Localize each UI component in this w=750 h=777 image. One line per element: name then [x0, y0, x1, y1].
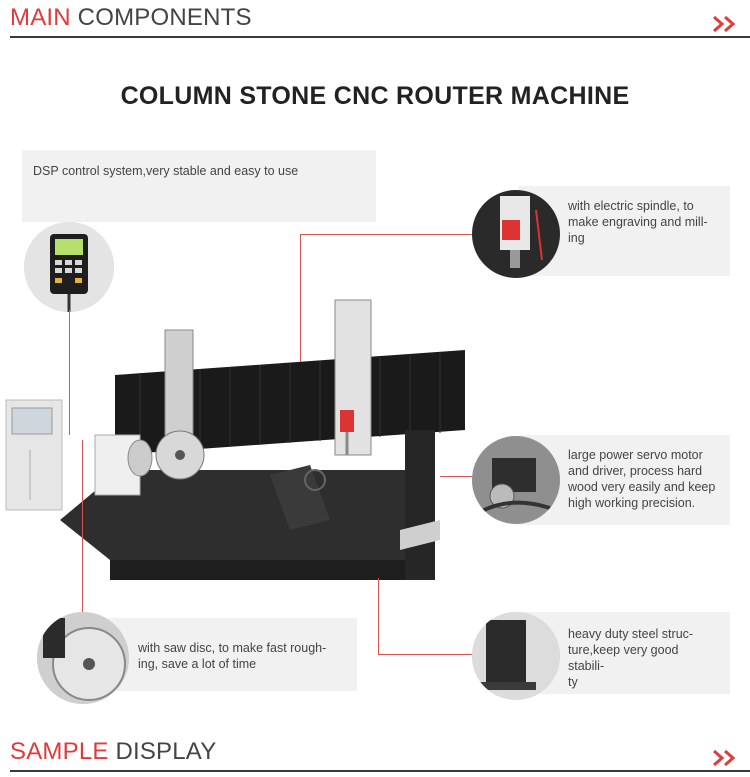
callout-spindle-line-1: with electric spindle, to	[568, 199, 694, 213]
callout-servo-line-3: wood very easily and keep	[568, 480, 716, 494]
sample-display-header: SAMPLE DISPLAY	[10, 736, 750, 772]
steel-structure-image	[472, 612, 560, 700]
sample-header-rule	[10, 770, 750, 772]
callout-saw-line-2: ing, save a lot of time	[138, 657, 257, 671]
spindle-leader-line-h	[300, 234, 472, 235]
page-title: COLUMN STONE CNC ROUTER MACHINE	[120, 82, 630, 110]
callout-steel-line-2: ture,keep very good stabili-	[568, 643, 679, 673]
callout-spindle-line-2: make engraving and mill-	[568, 215, 708, 229]
callout-steel-line-1: heavy duty steel struc-	[568, 627, 694, 641]
saw-disc-image	[37, 612, 129, 704]
callout-dsp: DSP control system,very stable and easy …	[22, 150, 376, 222]
callout-servo-line-1: large power servo motor	[568, 448, 703, 462]
header-rule	[10, 36, 750, 38]
callout-spindle-line-3: ing	[568, 231, 585, 245]
callout-steel-line-3: ty	[568, 675, 578, 689]
servo-leader-line	[440, 476, 472, 477]
callout-servo-line-4: high working precision.	[568, 496, 696, 510]
main-components-header: MAIN COMPONENTS	[10, 2, 750, 38]
callout-dsp-text: DSP control system,very stable and easy …	[33, 164, 299, 178]
sample-display-title: SAMPLE DISPLAY	[10, 738, 216, 766]
saw-leader-line	[82, 440, 83, 612]
dsp-controller-image	[24, 222, 114, 312]
sample-rest-word: DISPLAY	[108, 738, 217, 765]
dsp-leader-line	[69, 310, 70, 435]
double-chevron-right-icon	[713, 749, 736, 767]
callout-saw-line-1: with saw disc, to make fast rough-	[138, 641, 327, 655]
header-rest-word: COMPONENTS	[70, 4, 252, 31]
steel-leader-line-h	[378, 654, 472, 655]
main-components-title: MAIN COMPONENTS	[10, 4, 252, 32]
callout-servo-line-2: and driver, process hard	[568, 464, 703, 478]
machine-image	[0, 220, 470, 620]
double-chevron-right-icon	[713, 15, 736, 33]
sample-accent-word: SAMPLE	[10, 738, 109, 765]
header-accent-word: MAIN	[10, 4, 71, 31]
servo-motor-image	[472, 436, 560, 524]
spindle-image	[472, 190, 560, 278]
callout-saw: with saw disc, to make fast rough- ing, …	[85, 618, 357, 691]
steel-leader-line-v	[378, 578, 379, 654]
spindle-leader-line-v	[300, 234, 301, 362]
